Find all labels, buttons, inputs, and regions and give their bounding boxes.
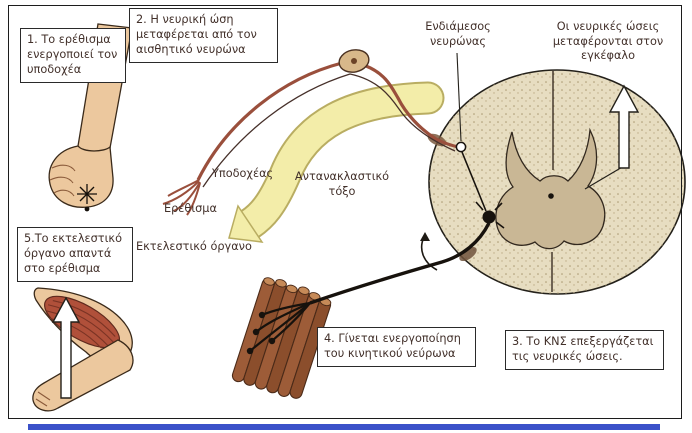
step-box-3: 3. Το ΚΝΣ επεξεργάζεται τις νευρικές ώσε… <box>505 330 664 370</box>
interneuron-to-motor-fiber <box>461 151 487 212</box>
to-brain-arrow <box>608 84 640 169</box>
sensory-neuron-path <box>196 61 460 188</box>
forearm-lower <box>32 339 134 412</box>
label-reflex-arc: Αντανακλαστικό τόξο <box>294 170 390 198</box>
stimulus-point <box>84 206 90 212</box>
label-effector-organ: Εκτελεστικό όργανο <box>136 240 252 253</box>
reflex-arrow-head <box>228 204 264 243</box>
motor-nerve-path <box>246 222 491 355</box>
effector-up-arrow <box>51 296 81 399</box>
ventral-root-exit <box>459 246 477 262</box>
label-stimulus: Ερέθισμα <box>164 202 217 215</box>
label-interneuron: Ενδιάμεσος νευρώνας <box>425 20 491 48</box>
bottom-blue-strip <box>28 424 660 430</box>
label-to-brain: Οι νευρικές ώσεις μεταφέρονται στον εγκέ… <box>552 20 664 63</box>
reflex-arc-arrow <box>228 81 445 243</box>
step-box-1: 1. Το ερέθισμα ενεργοποιεί τον υποδοχέα <box>20 28 126 83</box>
step-box-5: 5.Το εκτελεστικό όργανο απαντά στο ερέθι… <box>17 227 133 282</box>
hand-lines <box>35 391 51 407</box>
step-box-4: 4. Γίνεται ενεργοποίηση του κινητικού νε… <box>317 327 476 367</box>
motor-neuron-soma <box>475 201 505 229</box>
sensory-ganglion <box>338 49 370 73</box>
step-box-2: 2. Η νευρική ώση μεταφέρεται από τον αισ… <box>129 8 278 63</box>
finger-lines <box>49 164 76 197</box>
to-brain-line <box>584 165 625 190</box>
central-canal <box>548 193 554 199</box>
interneuron-circle <box>455 141 467 153</box>
ventral-root-arrow <box>420 232 438 271</box>
diagram-border <box>8 5 682 419</box>
receptor-endings <box>162 179 201 216</box>
label-receptor: Υποδοχέας <box>212 167 274 180</box>
interneuron-pointer-line <box>456 52 462 142</box>
gray-matter <box>495 127 606 250</box>
stimulus-star <box>77 184 97 204</box>
